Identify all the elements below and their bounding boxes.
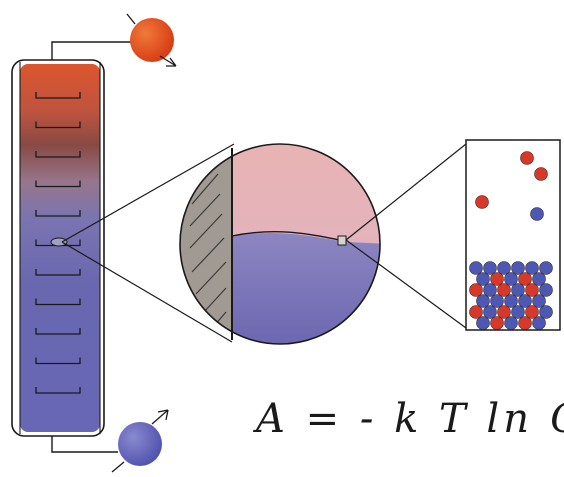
blue-molecule bbox=[504, 294, 518, 308]
distillation-column bbox=[11, 59, 105, 437]
blue-molecule bbox=[483, 261, 497, 275]
blue-molecule bbox=[504, 272, 518, 286]
zoom-cone-left bbox=[61, 143, 235, 343]
blue-molecule bbox=[476, 272, 490, 286]
red-molecule bbox=[490, 272, 504, 286]
blue-molecule bbox=[532, 316, 546, 330]
free-energy-formula: A = - k T ln Q bbox=[256, 396, 564, 442]
red-molecule bbox=[490, 316, 504, 330]
blue-molecule bbox=[511, 305, 525, 319]
blue-molecule bbox=[511, 283, 525, 297]
red-molecule bbox=[469, 305, 483, 319]
blue-molecule bbox=[511, 261, 525, 275]
blue-molecule bbox=[497, 261, 511, 275]
tray-magnification bbox=[179, 143, 381, 345]
red-molecule bbox=[469, 283, 483, 297]
zoom-cone-right bbox=[345, 143, 467, 329]
blue-molecule bbox=[483, 305, 497, 319]
blue-molecule bbox=[539, 261, 553, 275]
blue-molecule bbox=[504, 316, 518, 330]
molecular-view bbox=[465, 139, 561, 331]
blue-molecule bbox=[469, 261, 483, 275]
column-trays bbox=[35, 92, 81, 394]
molecule-particles bbox=[469, 151, 553, 330]
red-molecule bbox=[497, 283, 511, 297]
blue-molecule bbox=[539, 305, 553, 319]
bottom-product-flask bbox=[51, 409, 169, 473]
red-molecule bbox=[475, 195, 489, 209]
blue-molecule bbox=[539, 283, 553, 297]
column-tray bbox=[35, 92, 81, 99]
column-tray bbox=[35, 298, 81, 306]
red-molecule bbox=[518, 272, 532, 286]
blue-molecule bbox=[490, 294, 504, 308]
blue-molecule bbox=[518, 294, 532, 308]
red-molecule bbox=[497, 305, 511, 319]
blue-molecule bbox=[530, 207, 544, 221]
column-tray bbox=[35, 328, 81, 335]
blue-molecule bbox=[476, 294, 490, 308]
red-molecule bbox=[518, 316, 532, 330]
blue-molecule bbox=[483, 283, 497, 297]
red-molecule bbox=[525, 283, 539, 297]
red-molecule bbox=[520, 151, 534, 165]
column-tray bbox=[35, 210, 81, 217]
column-tray bbox=[35, 121, 81, 129]
blue-molecule bbox=[476, 316, 490, 330]
column-tray bbox=[35, 151, 81, 158]
blue-molecule bbox=[532, 294, 546, 308]
column-tray bbox=[35, 180, 81, 188]
red-molecule bbox=[525, 305, 539, 319]
red-molecule bbox=[534, 167, 548, 181]
blue-molecule bbox=[525, 261, 539, 275]
column-tray bbox=[35, 387, 81, 394]
column-tray bbox=[35, 357, 81, 365]
column-tray bbox=[35, 269, 81, 276]
blue-molecule bbox=[532, 272, 546, 286]
top-product-flask bbox=[51, 13, 177, 67]
